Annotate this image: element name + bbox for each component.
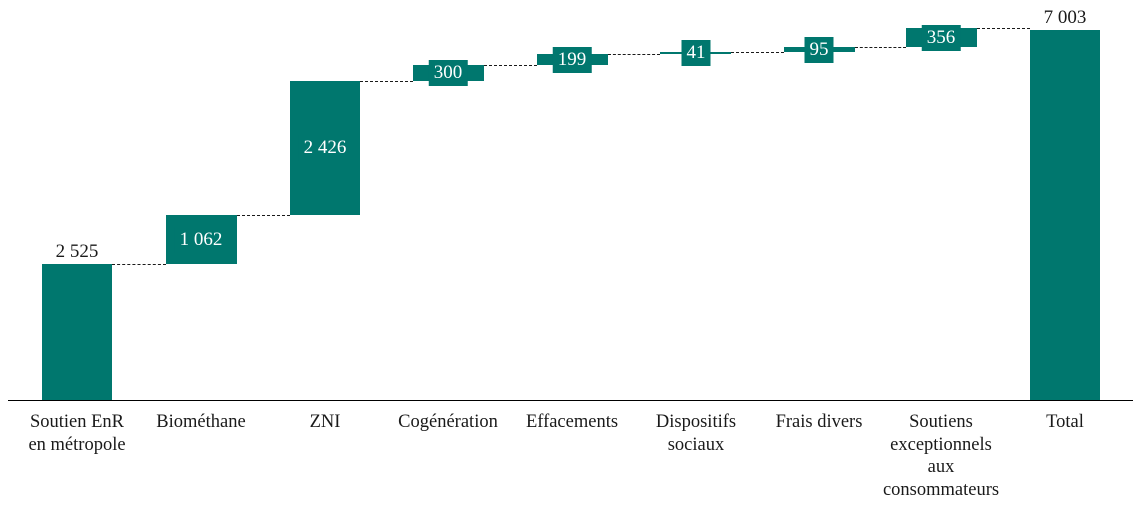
x-tick-label-line: Total <box>1046 412 1084 432</box>
total-bar[interactable] <box>1030 30 1100 400</box>
bar-value-label: 300 <box>428 60 468 86</box>
total-bar[interactable] <box>42 264 112 400</box>
waterfall-connector <box>731 52 784 53</box>
bar-value-label: 95 <box>804 36 834 63</box>
waterfall-connector <box>855 47 906 48</box>
x-tick-label: Total <box>1046 411 1084 434</box>
x-tick-label-line: Soutiens <box>909 412 973 432</box>
x-tick-label-line: aux <box>927 457 955 478</box>
bar-value-label: 41 <box>681 40 711 66</box>
x-tick-label-line: consommateurs <box>882 479 1000 500</box>
bar-value-label: 199 <box>552 46 592 73</box>
x-tick-label-line: sociaux <box>667 434 725 455</box>
x-tick-label-line: Soutien EnR <box>29 412 125 432</box>
waterfall-connector <box>360 81 413 82</box>
x-tick-label-line: Frais divers <box>775 412 863 432</box>
x-tick-label: ZNI <box>310 411 341 434</box>
x-tick-label-line: Dispositifs <box>655 412 737 432</box>
waterfall-connector <box>112 264 166 265</box>
x-axis-line <box>8 400 1133 401</box>
waterfall-connector <box>484 65 537 66</box>
x-tick-label: Frais divers <box>776 411 863 434</box>
plot-area: 2 525 1 062 2 426 300 199 41 95 356 7 003 <box>42 7 1100 400</box>
x-tick-label-line: Cogénération <box>398 412 498 432</box>
bar-value-label: 356 <box>921 24 961 51</box>
waterfall-connector <box>237 215 290 216</box>
waterfall-connector <box>608 54 660 55</box>
x-tick-label: Cogénération <box>398 411 498 434</box>
x-tick-label: Effacements <box>526 411 618 434</box>
x-tick-label-line: Effacements <box>525 412 619 432</box>
x-tick-label-line: Biométhane <box>156 412 246 432</box>
x-tick-label-line: exceptionnels <box>890 434 992 455</box>
bar-value-label: 1 062 <box>174 226 228 253</box>
bar-value-label: 2 525 <box>55 241 99 262</box>
bar-value-label: 7 003 <box>1043 7 1087 28</box>
x-tick-label-line: en métropole <box>28 434 126 455</box>
x-tick-label: Biométhane <box>156 411 245 434</box>
x-tick-label-line: ZNI <box>309 412 341 432</box>
waterfall-connector <box>977 28 1030 29</box>
bar-value-label: 2 426 <box>298 135 352 161</box>
